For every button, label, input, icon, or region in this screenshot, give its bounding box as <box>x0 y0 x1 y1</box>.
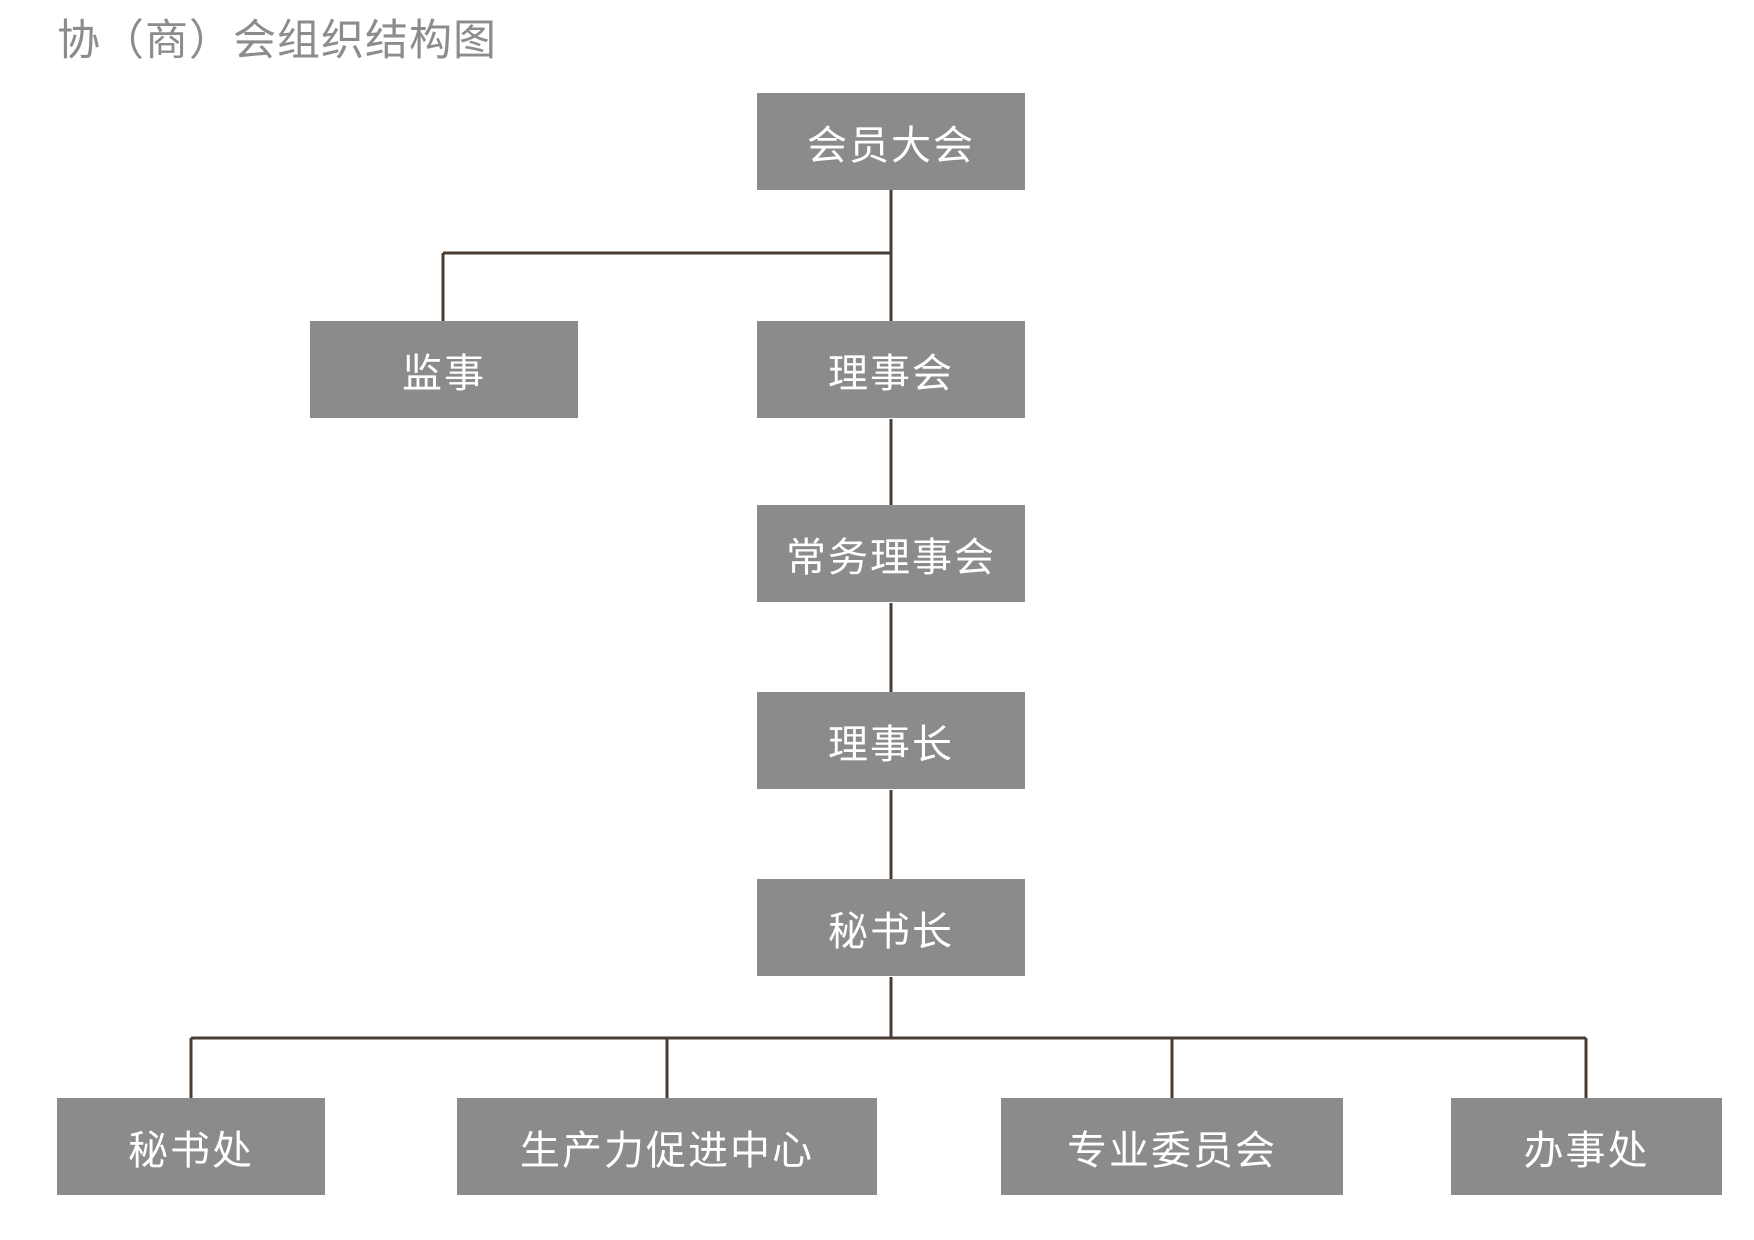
node-secretary-general[interactable]: 秘书长 <box>757 879 1025 976</box>
node-professional-committee[interactable]: 专业委员会 <box>1001 1098 1343 1195</box>
node-secretariat[interactable]: 秘书处 <box>57 1098 325 1195</box>
node-council[interactable]: 理事会 <box>757 321 1025 418</box>
node-assembly[interactable]: 会员大会 <box>757 93 1025 190</box>
node-supervisor[interactable]: 监事 <box>310 321 578 418</box>
page-title: 协（商）会组织结构图 <box>57 17 497 65</box>
node-productivity-center[interactable]: 生产力促进中心 <box>457 1098 877 1195</box>
node-standing-council[interactable]: 常务理事会 <box>757 505 1025 602</box>
node-president[interactable]: 理事长 <box>757 692 1025 789</box>
node-office[interactable]: 办事处 <box>1451 1098 1722 1195</box>
